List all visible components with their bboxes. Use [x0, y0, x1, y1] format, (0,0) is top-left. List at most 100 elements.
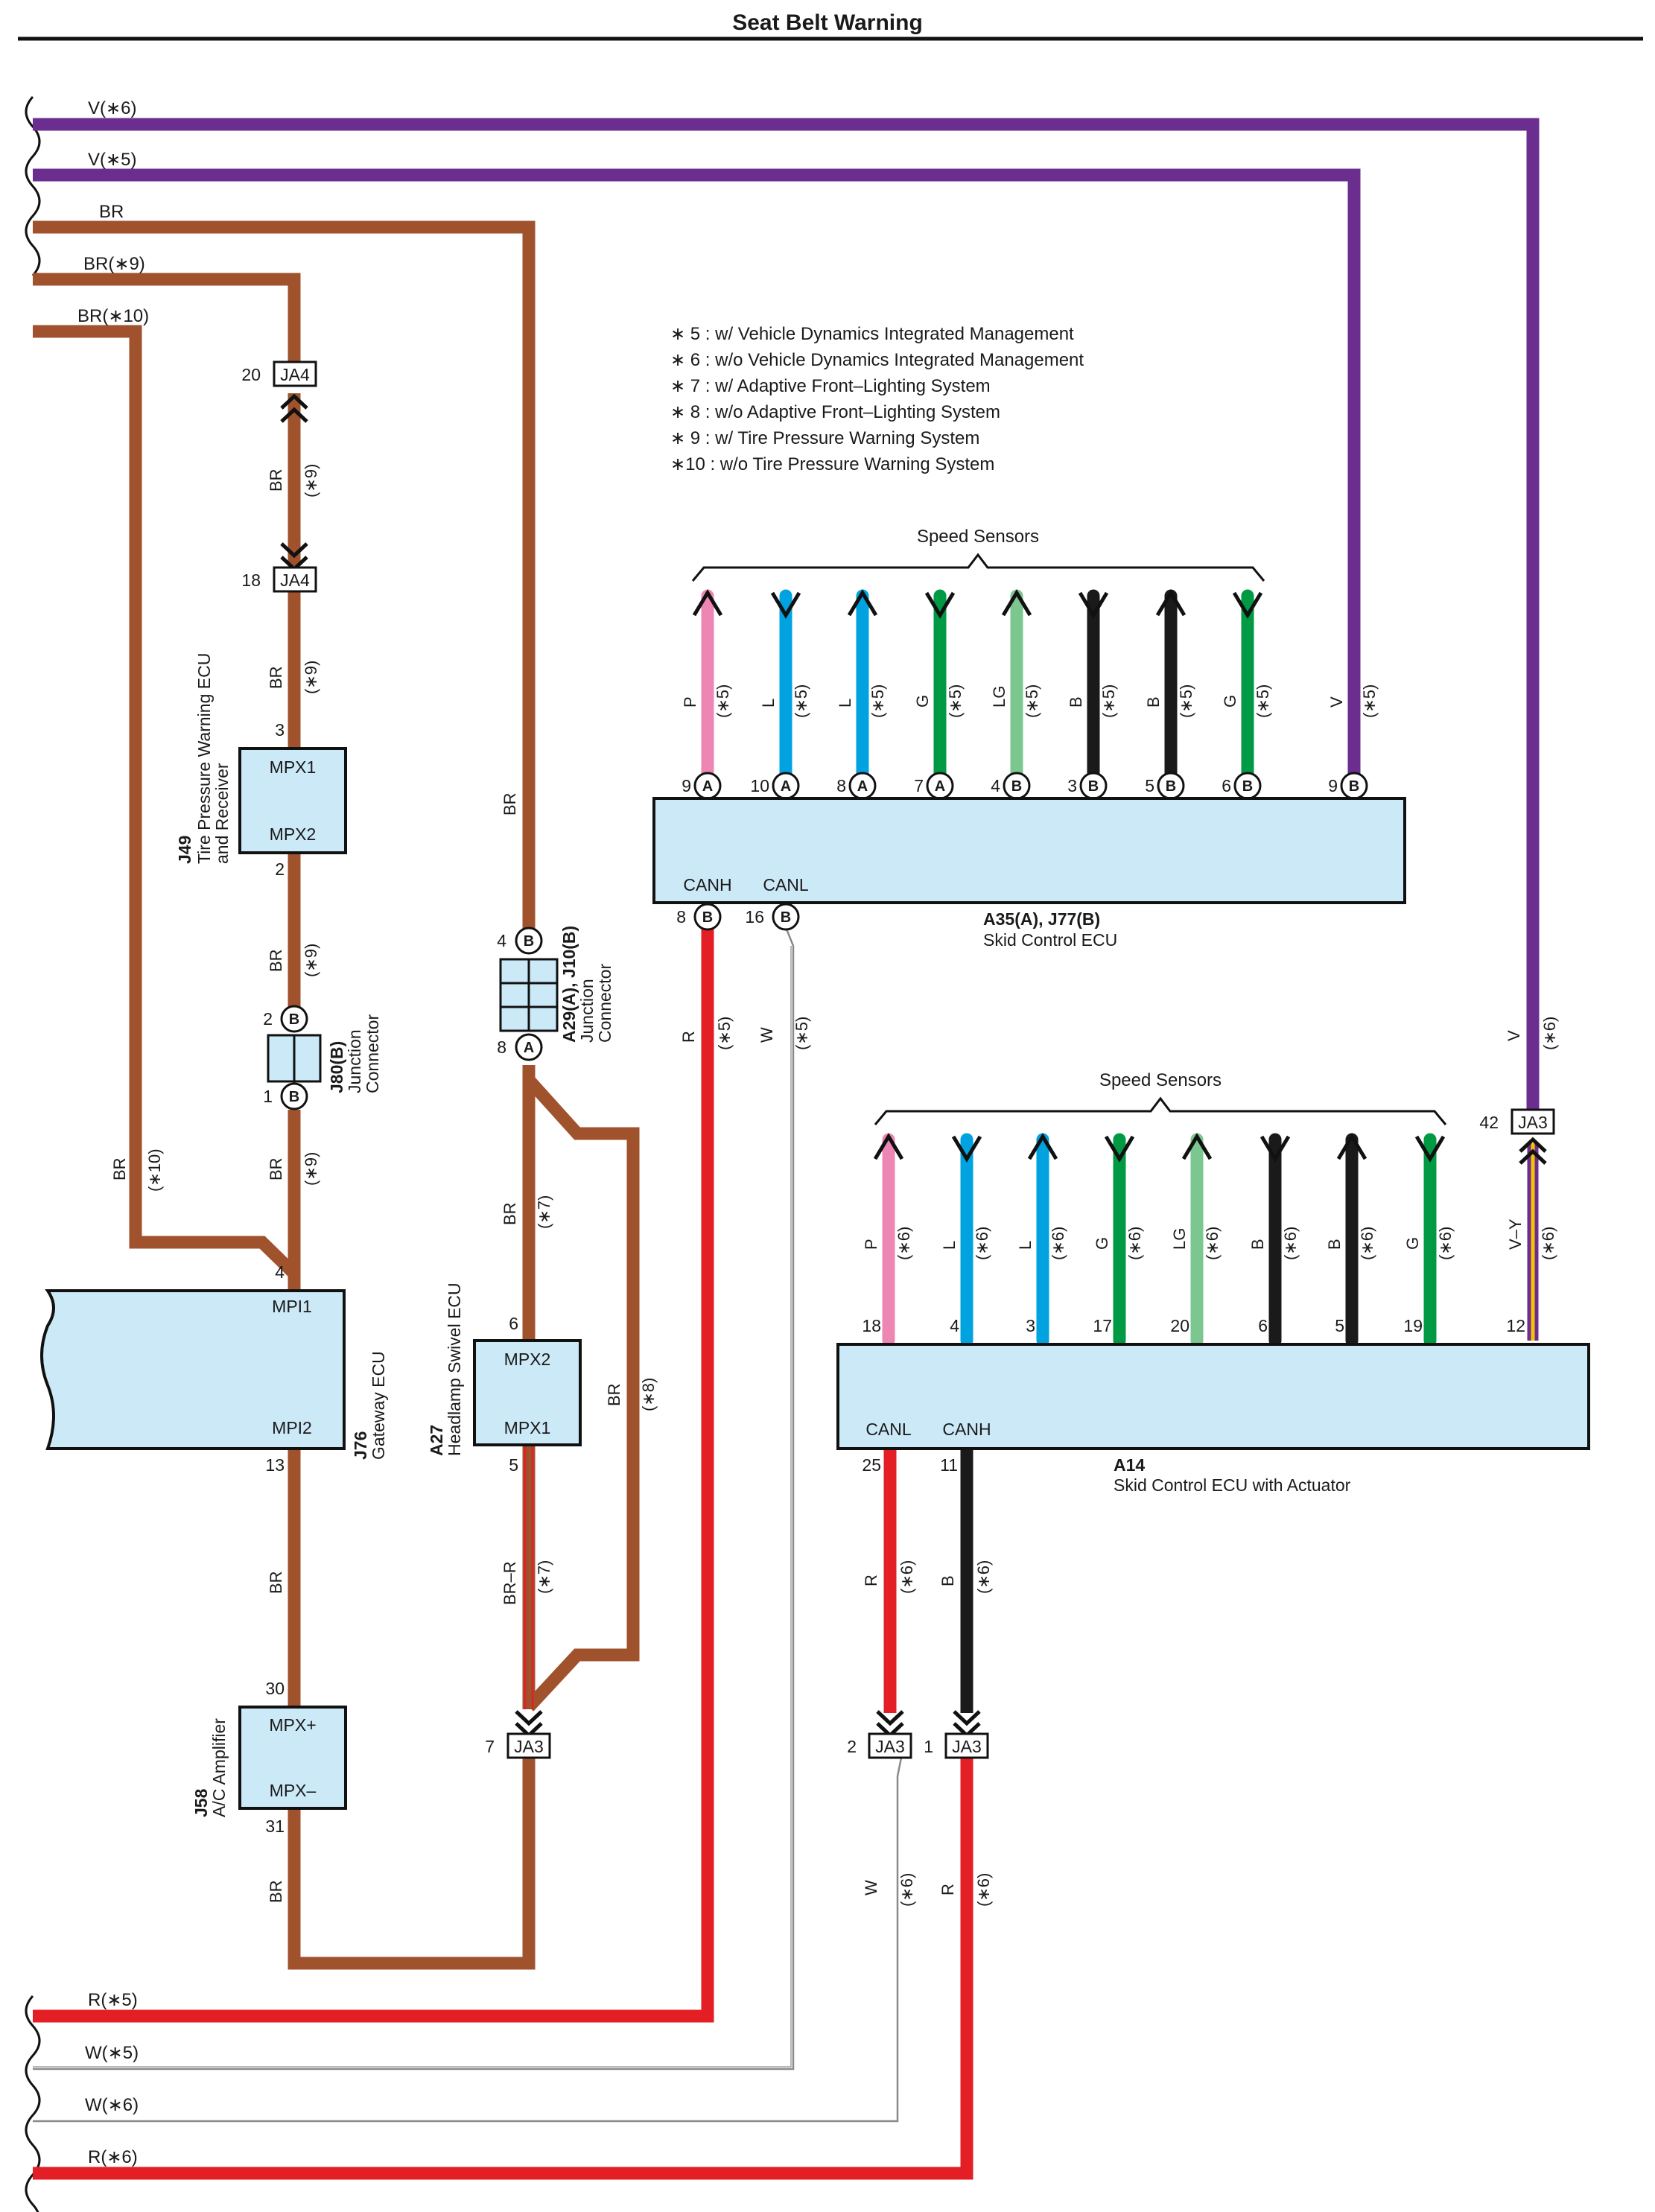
top-sensor-arrow-icon-2	[847, 589, 878, 617]
speed-sensors-label-top: Speed Sensors	[917, 527, 1039, 547]
a14-id: A14	[1114, 1455, 1145, 1475]
j58-pin-bottom: MPX–	[270, 1781, 317, 1800]
bottom-sensor-note-4: (∗6)	[1203, 1227, 1222, 1260]
a35-canl-circle	[772, 903, 800, 931]
a27-headlamp-swivel-ecu-box	[473, 1339, 582, 1446]
wl-n7-a: (∗7)	[535, 1195, 553, 1229]
a35-canh-pin: 8	[676, 907, 686, 927]
top-sensor-note-3: (∗5)	[946, 684, 965, 718]
bottom-sensor-color-6: B	[1325, 1239, 1344, 1250]
ja3-7-label: JA3	[514, 1737, 544, 1756]
bottom-sensor-note-8: (∗6)	[1539, 1227, 1557, 1260]
wl-n6-b: (∗6)	[974, 1560, 993, 1594]
ja3-1-pin: 1	[924, 1737, 933, 1756]
bottom-sensor-note-2: (∗6)	[1049, 1227, 1067, 1260]
bottom-sensor-color-5: B	[1248, 1239, 1267, 1250]
a27-pin-bottom: MPX1	[504, 1418, 551, 1437]
wire-w5-inner	[33, 946, 792, 2068]
label-w5: W(∗5)	[85, 2043, 139, 2063]
bottom-sensor-arrow-icon-7	[1414, 1135, 1446, 1163]
wl-r6: R	[862, 1574, 880, 1586]
wl-n6-r-b: (∗6)	[974, 1873, 993, 1907]
top-sensor-conn-letter-5: B	[1088, 778, 1099, 795]
top-sensor-note-8: (∗5)	[1360, 684, 1379, 718]
wire-br	[33, 220, 536, 937]
top-sensor-color-5: B	[1067, 696, 1085, 708]
bottom-sensor-pin-7: 19	[1403, 1316, 1423, 1335]
bottom-sensor-arrow-icon-4	[1181, 1133, 1213, 1160]
a29-name-1: Junction	[577, 979, 597, 1043]
top-sensor-pin-0: 9	[682, 776, 691, 795]
wire-r5	[33, 927, 714, 2023]
ja3-7-connector	[506, 1732, 551, 1759]
note-9: ∗ 9 : w/ Tire Pressure Warning System	[670, 428, 979, 448]
top-sensor-note-0: (∗5)	[714, 684, 732, 718]
top-sensor-note-1: (∗5)	[792, 684, 810, 718]
top-sensor-pin-3: 7	[914, 776, 924, 795]
bottom-sensor-note-1: (∗6)	[973, 1227, 991, 1260]
bottom-sensor-pin-4: 20	[1170, 1316, 1189, 1335]
wire-v6	[33, 118, 1540, 1110]
j49-id: J49	[175, 836, 194, 864]
bottom-sensor-pin-2: 3	[1026, 1316, 1035, 1335]
bottom-sensor-pin-3: 17	[1093, 1316, 1112, 1335]
j49-name-2: and Receiver	[212, 763, 232, 864]
j80-id: J80(B)	[327, 1041, 346, 1093]
top-sensor-color-6: B	[1144, 696, 1163, 708]
ja4-bottom-pin: 18	[241, 571, 261, 590]
wire-br9	[33, 273, 301, 369]
j80-pin-2: 2	[263, 1009, 273, 1029]
bottom-sensor-pin-8: 12	[1506, 1316, 1525, 1335]
top-sensor-note-4: (∗5)	[1023, 684, 1041, 718]
ja3-7-pin: 7	[485, 1737, 495, 1756]
bottom-sensor-arrow-icon-0	[873, 1133, 904, 1160]
a35-canl-label: CANL	[763, 875, 809, 894]
bottom-sensor-arrow-icon-6	[1336, 1133, 1367, 1160]
bottom-sensor-note-0: (∗6)	[895, 1227, 913, 1260]
j49-name-1: Tire Pressure Warning ECU	[194, 653, 214, 864]
top-sensor-arrow-icon-0	[692, 589, 723, 617]
a29-pin-8: 8	[497, 1037, 506, 1057]
j76-id: J76	[351, 1431, 370, 1460]
wl-br-a: BR	[267, 468, 285, 492]
bottom-sensor-color-4: LG	[1170, 1228, 1189, 1250]
top-sensor-pin-5: 3	[1067, 776, 1077, 795]
ja3-1-label: JA3	[952, 1737, 982, 1756]
j49-num-top: 3	[275, 720, 285, 740]
j80-pin-2-letter: B	[289, 1011, 299, 1028]
top-sensor-color-1: L	[759, 699, 778, 708]
wire-r6	[33, 1758, 973, 2180]
wl-w5: W	[757, 1027, 776, 1043]
j76-num-bottom: 13	[265, 1455, 285, 1475]
j58-pin-top: MPX+	[269, 1715, 316, 1735]
ja3-42-pin: 42	[1479, 1113, 1499, 1132]
wire-w5	[33, 927, 795, 2070]
ja3-1-chevron-icon	[953, 1710, 981, 1738]
bottom-sensor-pin-0: 18	[862, 1316, 881, 1335]
speed-sensors-bracket-top	[691, 553, 1265, 582]
a29-pin-8-circle	[515, 1033, 543, 1061]
a27-num-top: 6	[509, 1314, 518, 1333]
top-sensor-arrow-icon-1	[770, 591, 801, 619]
a29-name-2: Connector	[595, 964, 614, 1043]
top-sensor-arrow-icon-7	[1232, 591, 1263, 619]
a35-id: A35(A), J77(B)	[983, 909, 1100, 929]
ja4-top-chevron-icon	[280, 393, 308, 423]
wl-n9-d: (∗9)	[302, 1152, 320, 1186]
ja4-top-connector	[273, 360, 317, 387]
wl-b6: B	[938, 1575, 957, 1586]
a29-id: A29(A), J10(B)	[559, 926, 579, 1043]
bottom-sensor-color-1: L	[940, 1241, 959, 1250]
wl-r5: R	[679, 1031, 698, 1043]
bottom-sensor-note-3: (∗6)	[1125, 1227, 1144, 1260]
top-sensor-color-2: L	[836, 699, 854, 708]
label-w6: W(∗6)	[85, 2095, 139, 2115]
a14-canl-pin: 25	[862, 1455, 881, 1475]
top-sensor-color-0: P	[681, 696, 699, 708]
label-br10: BR(∗10)	[77, 306, 149, 326]
label-br9: BR(∗9)	[83, 254, 145, 274]
bottom-sensor-pin-1: 4	[950, 1316, 959, 1335]
ja4-top-label: JA4	[280, 365, 310, 384]
